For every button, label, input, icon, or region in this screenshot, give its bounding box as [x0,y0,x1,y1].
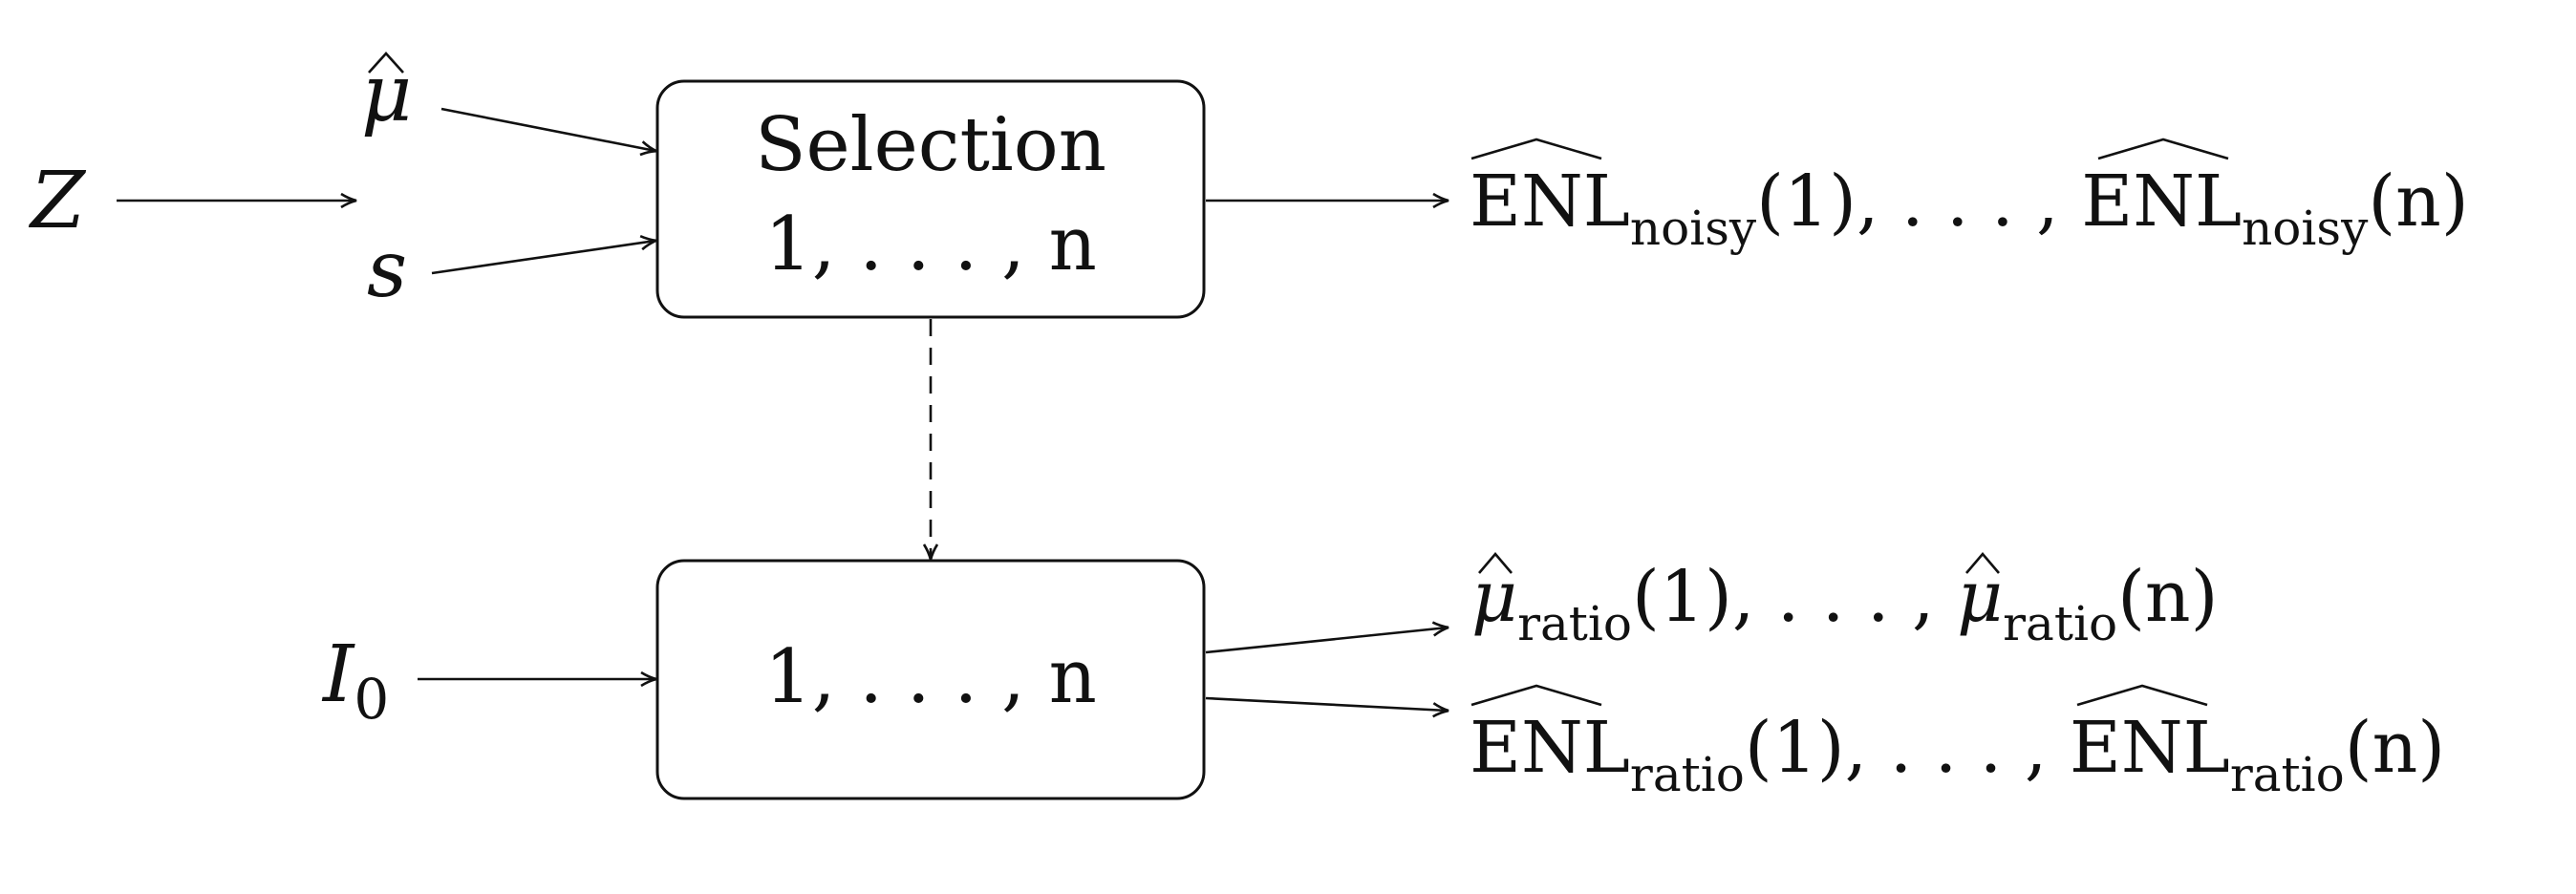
wide-hat-accent [2076,684,2208,707]
selection-range: 1, . . . , n [764,202,1097,287]
input-mu-hat: μ [361,49,412,139]
ratio-range: 1, . . . , n [764,634,1097,720]
svg-text:μ: μ [361,49,412,139]
svg-text:μratio(1), . . . , μratio(n): μratio(1), . . . , μratio(n) [1471,556,2218,651]
hat-accent [368,52,404,74]
svg-text:ENLnoisy(1), . . . , ENLnoisy(: ENLnoisy(1), . . . , ENLnoisy(n) [1470,160,2469,256]
input-z: Z [28,156,87,246]
output-enl-ratio: ENLratio(1), . . . , ENLratio(n) [1470,684,2445,802]
output-mu-ratio: μratio(1), . . . , μratio(n) [1471,551,2218,651]
output-enl-noisy: ENLnoisy(1), . . . , ENLnoisy(n) [1470,138,2469,256]
svg-text:ENLratio(1), . . . , ENLratio(: ENLratio(1), . . . , ENLratio(n) [1470,707,2445,802]
input-i0: I0 [321,629,389,732]
hat-accent [1478,551,1513,574]
wide-hat-accent [2097,138,2229,160]
s-arrow [431,235,657,275]
enl-ratio-arrow [1205,696,1449,718]
wide-hat-accent [1470,138,1602,160]
wide-hat-accent [1470,684,1602,707]
ratio-box [655,559,1206,800]
mu-ratio-arrow [1205,621,1449,654]
mu-hat-arrow [440,107,657,157]
input-s: s [367,224,407,315]
selection-box [655,79,1206,319]
selection-title: Selection [755,102,1106,188]
hat-accent [1965,551,2000,574]
